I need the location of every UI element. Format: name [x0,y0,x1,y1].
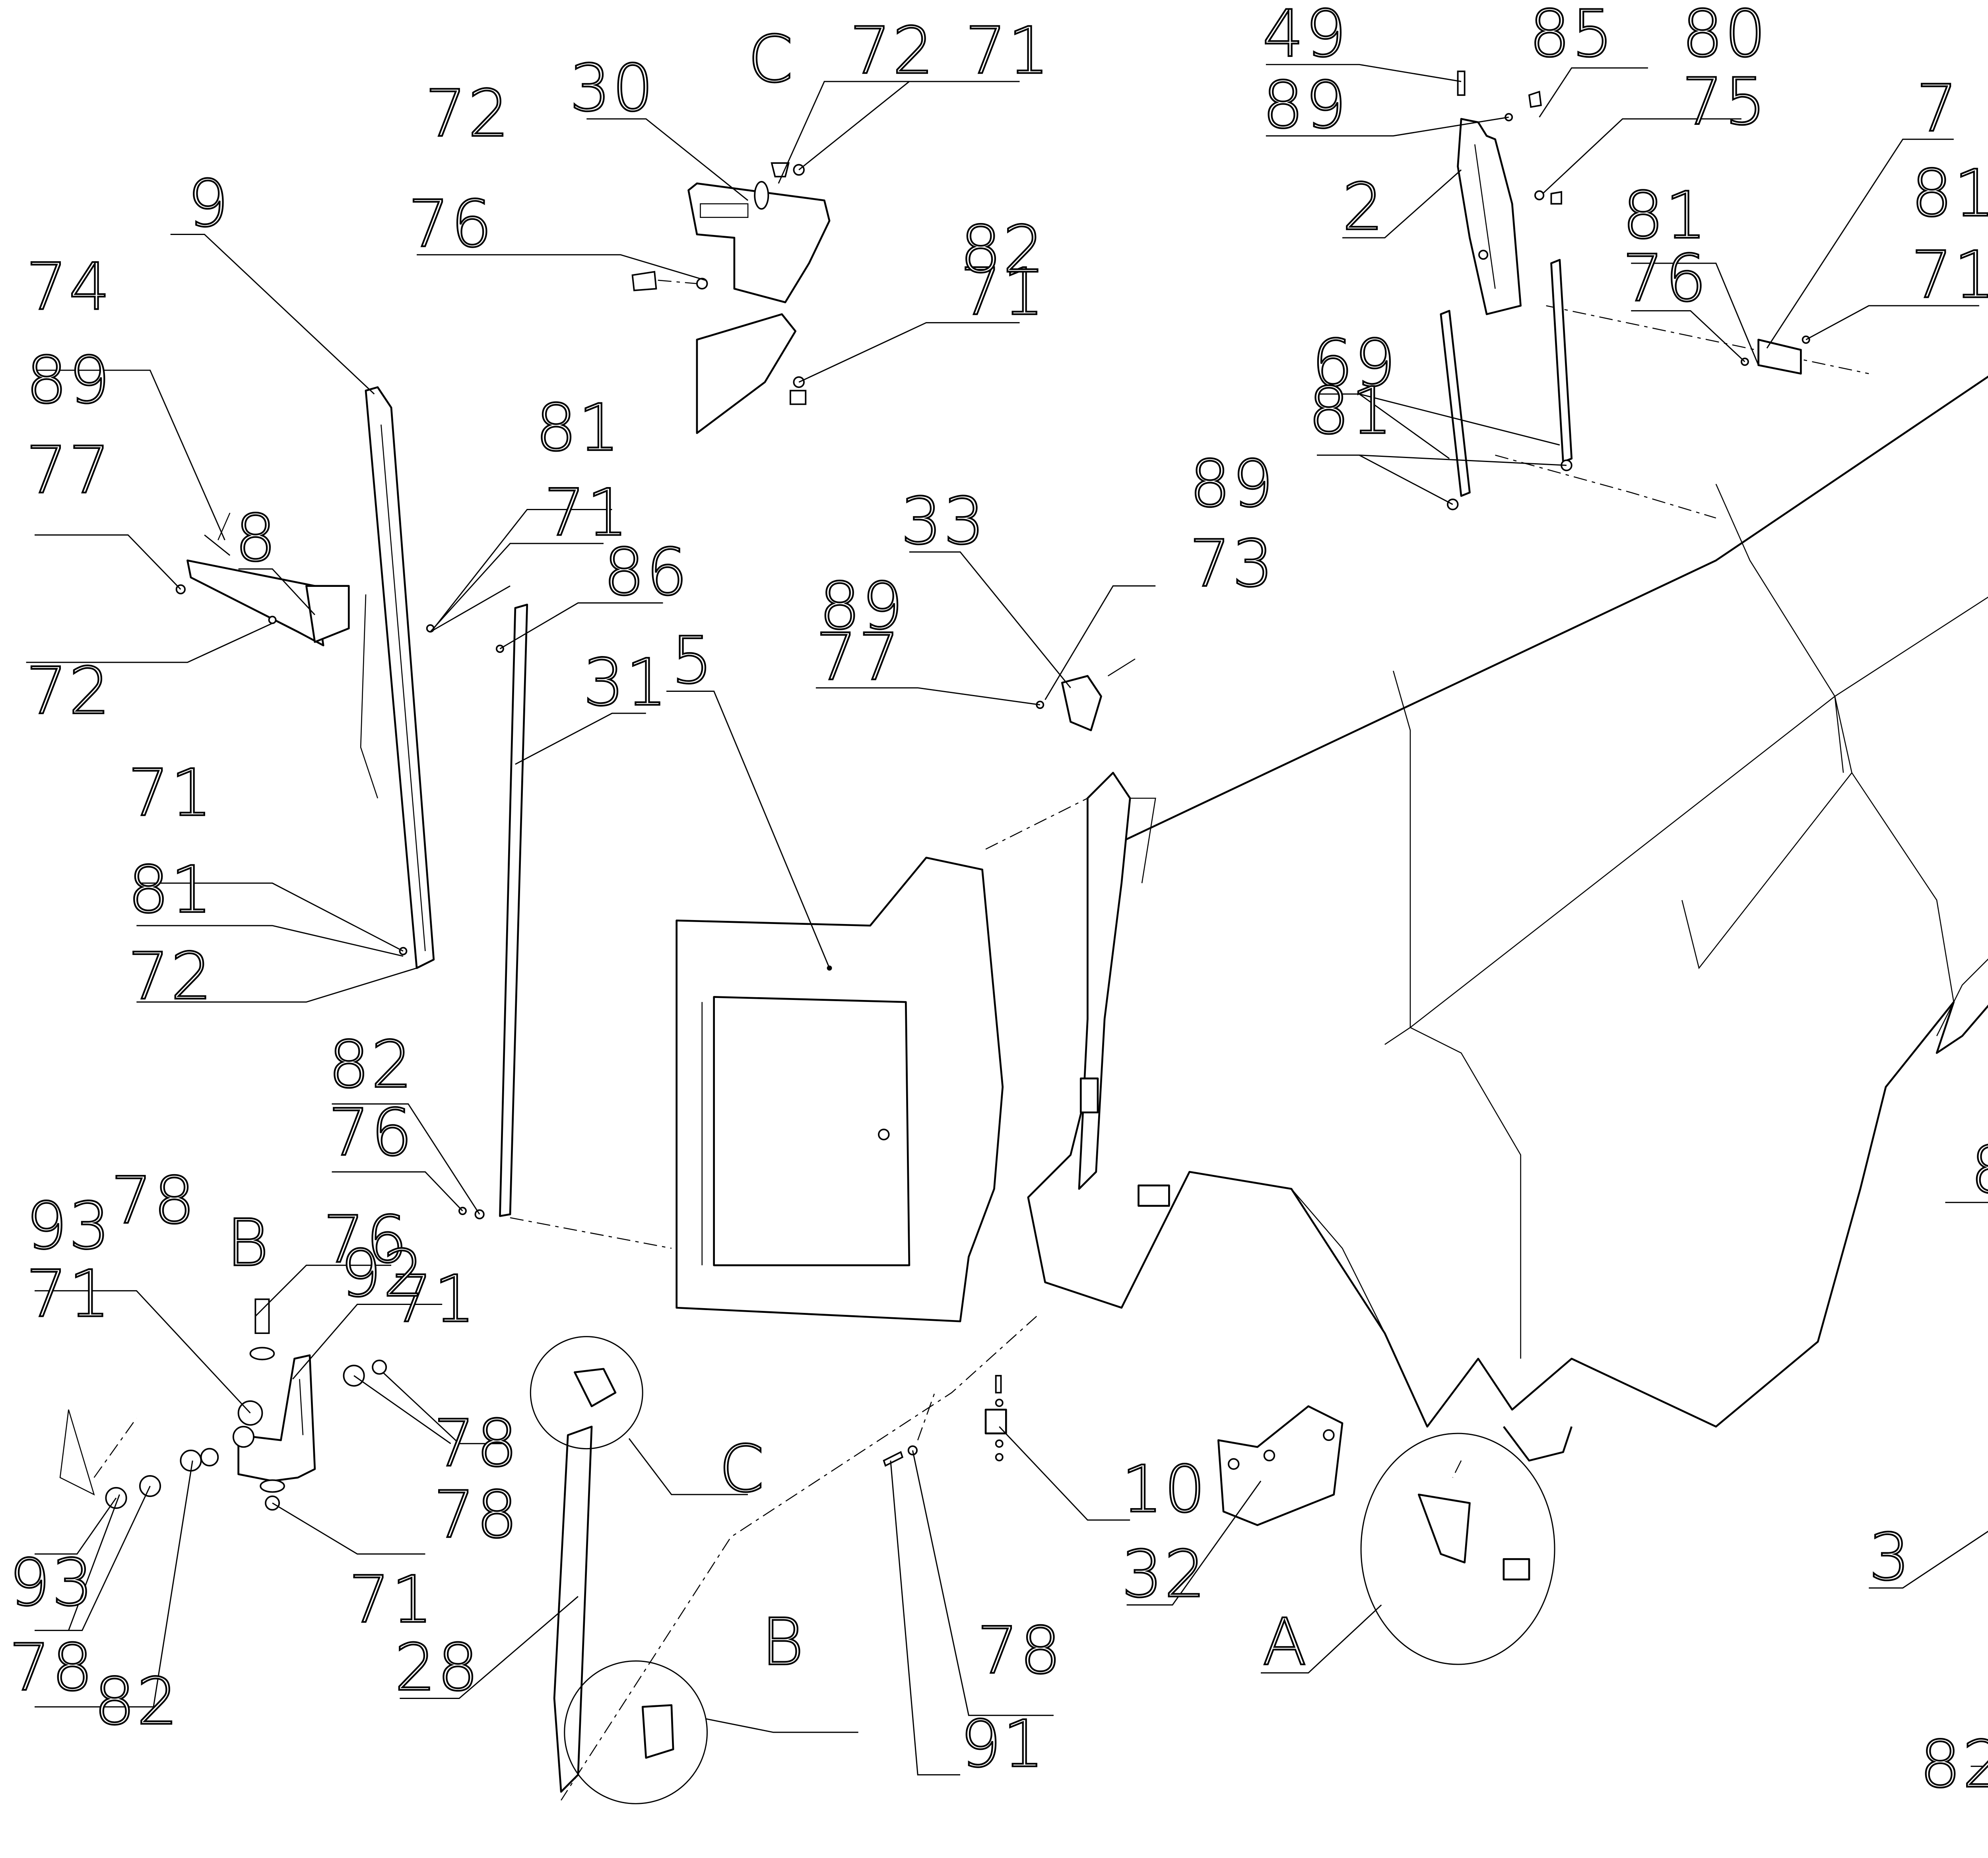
callout-83: 83 [1971,1133,1988,1208]
callout-93-bottom: 93 [9,1545,95,1621]
callout-a-circle: A [1262,1605,1308,1680]
bracket-32 [1217,1405,1343,1526]
callout-78-b-right-1: 78 [434,1406,519,1481]
callout-49: 49 [1262,0,1348,72]
callout-c-detail-title: C [748,22,795,97]
callout-2: 2 [1342,170,1385,245]
callout-85: 85 [1529,0,1615,72]
callout-91: 91 [960,1707,1046,1782]
callout-b-detail-title: B [227,1206,271,1281]
callout-93-top: 93 [26,1189,112,1264]
callout-71-arm-low: 71 [128,755,214,831]
callout-89-arm: 89 [26,343,112,418]
callout-81-strut: 81 [1309,373,1394,448]
callout-76-strip: 76 [328,1095,414,1171]
callout-8: 8 [235,501,278,576]
callout-76-b: 76 [323,1202,409,1277]
callout-86: 86 [604,535,689,610]
latch-10 [883,1375,1007,1467]
callout-78-b-right-2: 78 [434,1477,519,1553]
callout-7: 7 [1916,71,1959,146]
callout-b-circle: B [761,1605,806,1680]
callout-72-arm-low: 72 [128,939,214,1014]
leader-lines [26,64,1988,1776]
callout-labels: 1 2 3 4 5 7 8 9 10 28 30 31 32 33 48 49 … [8,0,1988,1803]
callout-31: 31 [583,645,669,720]
callout-73: 73 [1190,526,1275,602]
door-panel [676,856,1004,1322]
callout-82-a: 82 [1920,1727,1988,1802]
callout-77-hinge: 77 [816,620,901,695]
callout-82-strip: 82 [328,1027,414,1103]
callout-81-latch-left: 81 [1623,178,1708,253]
strut-28 [530,1336,708,1804]
callout-81-arm: 81 [536,390,621,466]
callout-69: 69 [1312,326,1397,401]
callout-c-circle: C [719,1431,766,1507]
gas-struts [1440,259,1573,511]
callout-82-c: 82 [960,212,1046,287]
callout-89-hinge: 89 [1262,68,1348,143]
callout-72-c-left: 72 [425,76,511,151]
callout-78-b-left: 78 [9,1630,95,1705]
callout-30: 30 [570,51,655,126]
callout-78-b-top: 78 [111,1163,196,1238]
callout-3: 3 [1869,1520,1912,1595]
callout-80: 80 [1682,0,1767,72]
callout-72-arm: 72 [26,654,112,729]
hinge-33 [1036,658,1136,732]
callout-32: 32 [1122,1537,1207,1612]
callout-72-c-top: 72 [850,14,935,89]
callout-74: 74 [26,249,112,324]
arm-9 [175,386,435,969]
inner-pillar [1078,772,1170,1207]
callout-81-arm-low: 81 [128,852,214,928]
callout-71-arm: 71 [544,476,629,551]
callout-33: 33 [901,484,986,559]
bracket-30 [631,162,831,434]
callout-71-c: 71 [960,254,1046,330]
callout-81-latch-right: 81 [1911,156,1988,231]
callout-78-mid: 78 [977,1613,1063,1688]
callout-77-arm: 77 [26,433,112,508]
callout-5: 5 [672,623,714,698]
callout-9: 9 [187,166,230,241]
callout-10: 10 [1122,1452,1207,1527]
detail-a-small [1360,1433,1555,1665]
callout-76-c: 76 [408,186,494,262]
callout-92: 92 [340,1236,426,1311]
callout-75: 75 [1682,64,1767,140]
hinge-bracket [1457,70,1563,315]
callout-89-33-left: 89 [819,569,905,644]
strip-31 [458,604,528,1219]
callout-28: 28 [395,1630,480,1705]
callout-76-latch: 76 [1623,241,1708,316]
callout-71-b-bottom: 71 [349,1562,434,1637]
callout-71-b-right: 71 [391,1262,477,1337]
callout-71-top: 71 [965,14,1051,89]
assembly-lines [93,305,1869,1801]
fender-panel [1027,375,1988,1462]
callout-89-33-right: 89 [1190,447,1275,522]
callout-82-b: 82 [94,1664,180,1740]
latch-7 [1740,335,1810,375]
callout-71-b-left: 71 [26,1256,112,1332]
callout-71-latch: 71 [1911,238,1988,313]
